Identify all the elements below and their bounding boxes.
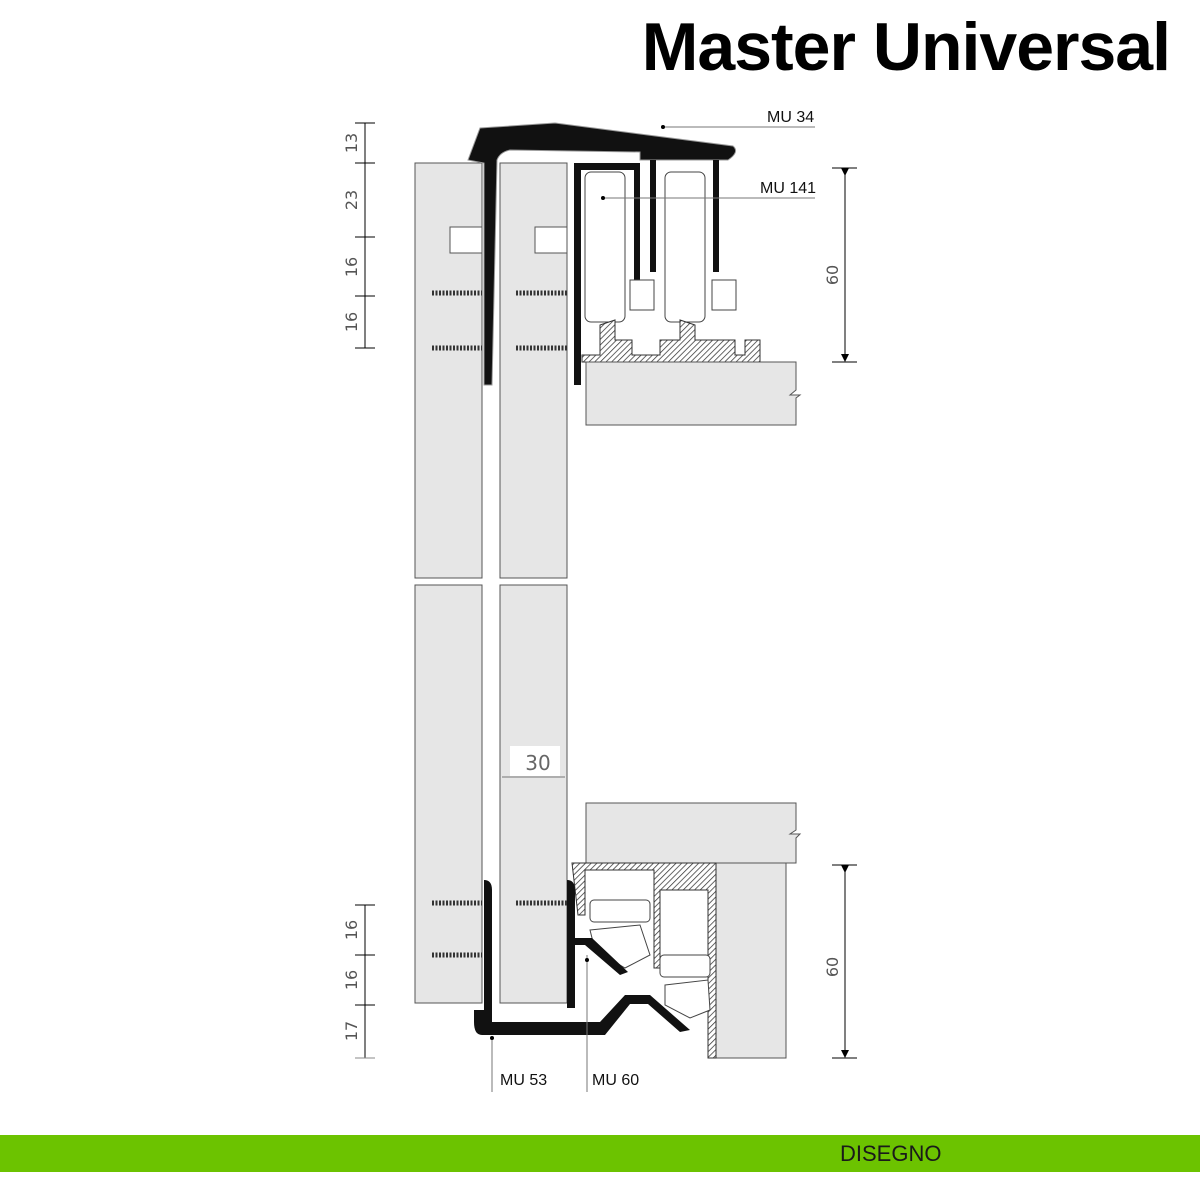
dim-label-top-height: 60: [823, 265, 842, 285]
label-mu60: MU 60: [592, 1072, 639, 1089]
trolley-bracket: [574, 163, 640, 385]
label-mu141: MU 141: [760, 180, 816, 197]
top-cap-profile: [467, 122, 737, 386]
floor-board: [585, 802, 802, 864]
cap-leg: [650, 160, 656, 272]
guide-profile: [567, 880, 628, 1008]
top-track: [581, 319, 761, 363]
dim-label: 16: [342, 920, 361, 940]
leaders: [491, 126, 815, 1092]
panel-thickness-box: [510, 746, 560, 776]
footer-bar: DISEGNO: [0, 1135, 1200, 1172]
dim-label: 13: [342, 133, 361, 153]
dim-label: 16: [342, 970, 361, 990]
wall-board: [715, 862, 787, 1059]
label-mu34: MU 34: [767, 109, 814, 126]
panel-slots: [449, 226, 568, 254]
cap-leg: [713, 160, 719, 272]
dim-label: 16: [342, 312, 361, 332]
bottom-profile: [474, 880, 690, 1035]
footer-label: DISEGNO: [840, 1141, 942, 1166]
panel-thickness-label: 30: [525, 751, 550, 775]
trolley-wheels: [584, 171, 737, 323]
dim-label-bottom-height: 60: [823, 957, 842, 977]
door-panel-outer: [414, 162, 483, 1004]
guide-wheels: [589, 899, 711, 1019]
right-dimensions: [832, 167, 857, 1059]
page-title: Master Universal: [641, 9, 1171, 85]
dim-label: 17: [342, 1021, 361, 1041]
screws: [432, 290, 567, 958]
label-mu53: MU 53: [500, 1072, 547, 1089]
left-dimensions: [355, 122, 375, 1059]
ceiling-board: [585, 361, 802, 426]
door-panel-inner: [499, 162, 568, 1004]
dim-label: 16: [342, 257, 361, 277]
dim-label: 23: [342, 190, 361, 210]
